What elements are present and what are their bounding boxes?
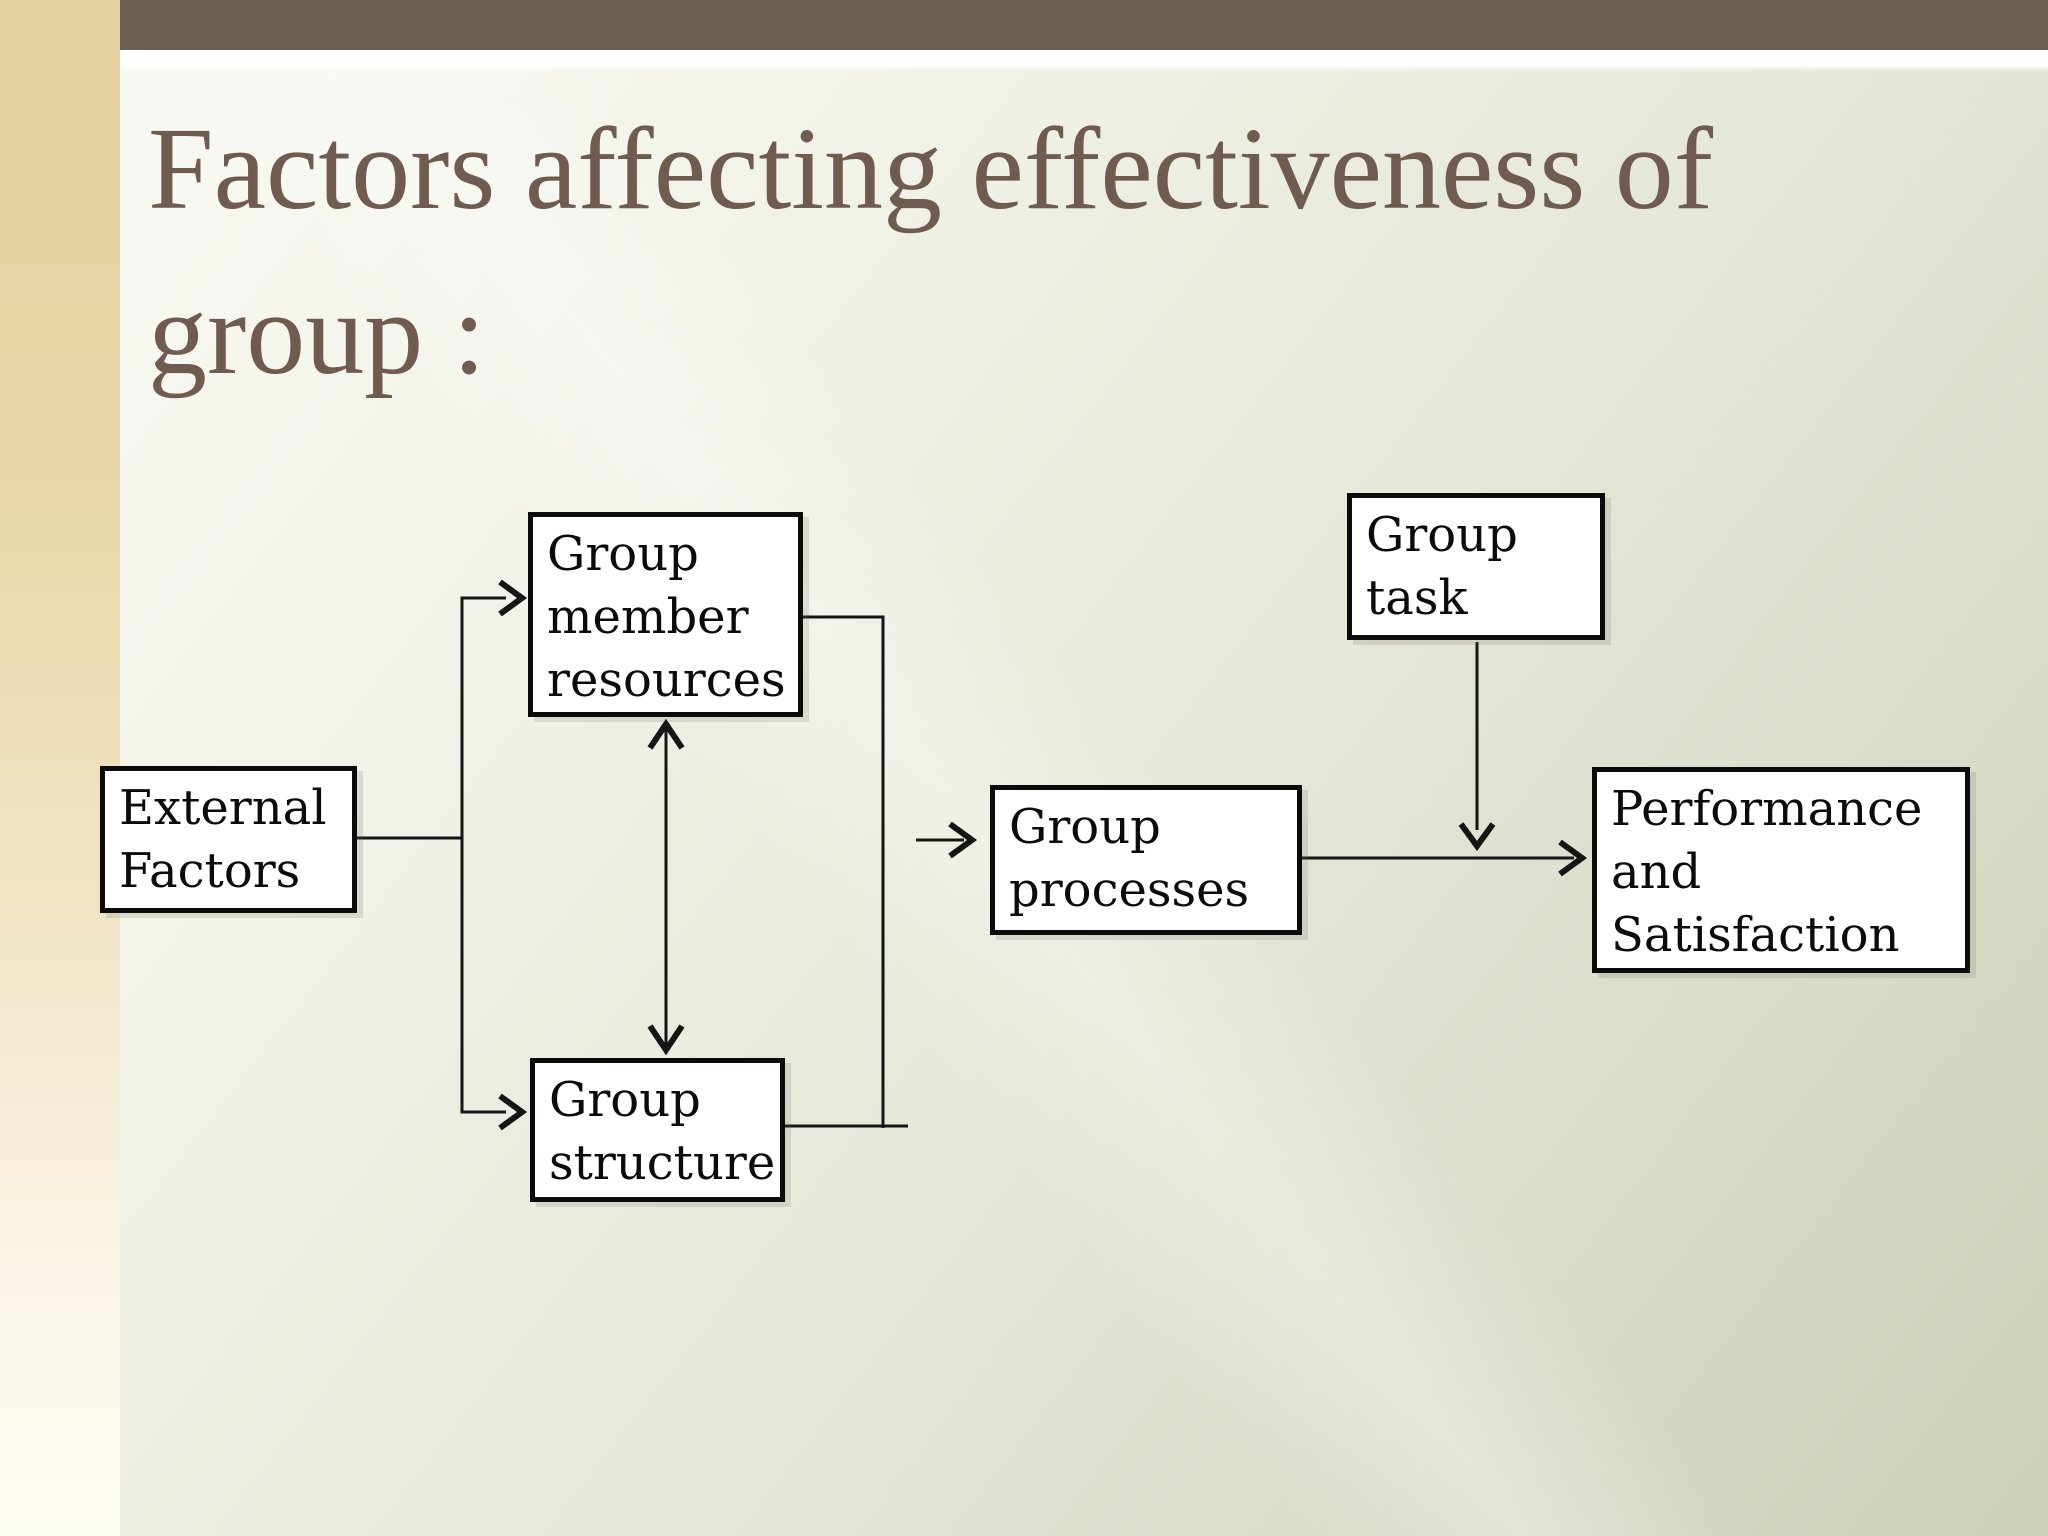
edge-gtask-moderator	[1458, 642, 1496, 852]
arrowhead-into-gprocesses	[948, 821, 978, 859]
arrowhead-up-into-gmr	[647, 718, 685, 750]
arrowhead-into-gstructure	[498, 1093, 528, 1131]
edge-gprocesses-to-performance	[1302, 839, 1588, 877]
node-group-member-resources: Group member resources	[528, 512, 803, 717]
arrowhead-into-performance	[1558, 839, 1588, 877]
edge-gmr-gstructure-merge	[785, 615, 978, 1128]
top-highlight-band	[120, 50, 2048, 72]
slide-title: Factors affecting effectiveness of group …	[148, 86, 1908, 416]
node-group-structure: Group structure	[530, 1058, 785, 1202]
node-performance-satisfaction: Performance and Satisfaction	[1592, 767, 1970, 973]
edge-external-to-gmr-line	[460, 596, 506, 838]
slide-title-line1: Factors affecting effectiveness of	[148, 103, 1714, 234]
top-accent-bar	[120, 0, 2048, 50]
edge-gmr-elbow-line	[803, 615, 885, 1128]
edge-external-to-gstructure-line	[460, 838, 506, 1114]
slide-title-line2: group :	[148, 268, 486, 400]
node-external-factors: External Factors	[100, 766, 357, 913]
arrowhead-into-gmr	[498, 579, 528, 617]
edge-external-to-branches	[357, 579, 528, 1131]
edge-gmr-gstructure-bidirectional	[647, 718, 685, 1056]
arrowhead-down-into-gstructure	[647, 1024, 685, 1056]
arrowhead-down-from-gtask	[1458, 822, 1496, 852]
node-group-task: Group task	[1347, 493, 1605, 640]
node-group-processes: Group processes	[990, 785, 1302, 935]
